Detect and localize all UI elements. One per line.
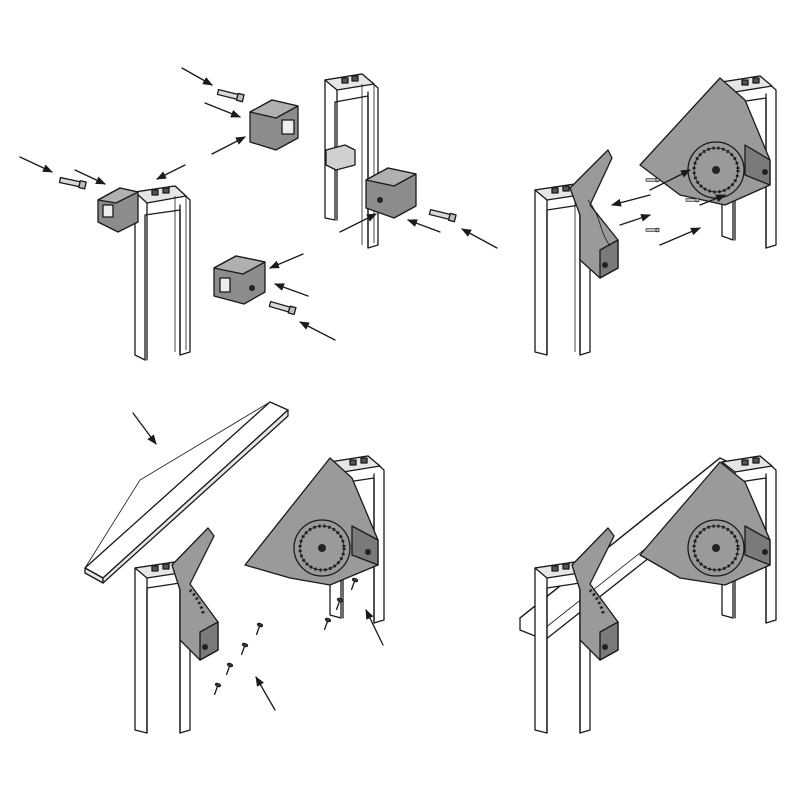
- bracket-large-3: [244, 457, 379, 586]
- arrow: [365, 609, 384, 646]
- bracket-large: [639, 77, 771, 206]
- arrow: [611, 194, 651, 207]
- screw: [211, 682, 222, 696]
- connector-block-bottom: [213, 255, 266, 305]
- step-4: [519, 455, 777, 734]
- screw: [321, 617, 332, 631]
- profile-1b: [324, 73, 379, 249]
- screw: [645, 227, 660, 233]
- arrow: [156, 164, 186, 180]
- bolt-4: [428, 207, 457, 223]
- arrow: [461, 228, 498, 249]
- connector-block-left: [97, 187, 139, 233]
- arrow: [274, 283, 309, 297]
- arrow: [269, 253, 304, 269]
- panel-board: [84, 401, 289, 584]
- arrow: [181, 67, 213, 86]
- arrow: [619, 214, 651, 226]
- screw: [253, 622, 264, 636]
- screw: [223, 662, 234, 676]
- arrow: [299, 321, 336, 341]
- arrow: [339, 213, 377, 233]
- arrow: [132, 412, 157, 445]
- arrow: [659, 227, 701, 246]
- bolt-3: [268, 299, 297, 316]
- bracket-half-left-4: [571, 527, 619, 661]
- bracket-half-left-3: [171, 527, 219, 661]
- arrow: [19, 156, 53, 173]
- bracket-large-4: [639, 461, 771, 586]
- arrow: [204, 102, 241, 118]
- step-2: [534, 75, 777, 356]
- step-3: [84, 401, 385, 734]
- arrow: [255, 676, 276, 711]
- connector-block-mounted: [365, 167, 417, 219]
- bolt-1: [58, 175, 87, 190]
- connector-block-top: [249, 99, 299, 151]
- bracket-half-left: [569, 149, 619, 279]
- screw: [645, 177, 660, 183]
- screw: [238, 642, 249, 656]
- arrow: [699, 194, 726, 206]
- arrow: [74, 169, 106, 185]
- arrow: [407, 219, 441, 233]
- step-1: [19, 67, 498, 361]
- screw: [685, 197, 700, 203]
- bolt-2: [216, 87, 245, 103]
- screw: [348, 577, 359, 591]
- arrow: [211, 136, 246, 155]
- profile-1a: [134, 185, 191, 361]
- arrow: [649, 169, 691, 191]
